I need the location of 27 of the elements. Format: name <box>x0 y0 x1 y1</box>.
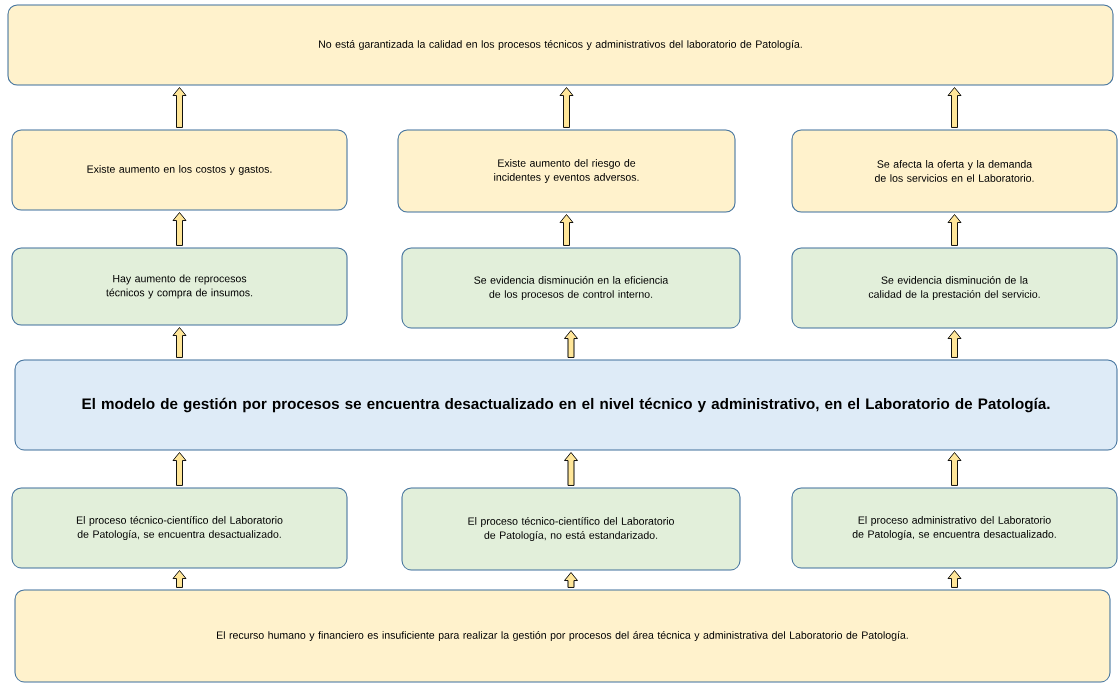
block-arrow <box>564 572 578 588</box>
block-arrow <box>564 452 578 486</box>
block-arrow <box>172 212 187 246</box>
effect-box: Existe aumento del riesgo de incidentes y eventos adversos. <box>397 129 736 213</box>
block-arrow <box>559 214 574 246</box>
cause-box: El proceso administrativo del Laboratorio de Patología, se encuentra desactualizado. <box>791 487 1118 569</box>
block-arrow <box>947 330 962 358</box>
problem-box: El modelo de gestión por procesos se encuentra desactualizado en el nivel técnico y administrativo, en el Laboratorio de Patología. <box>14 359 1118 451</box>
block-arrow <box>559 87 574 128</box>
cause-box: El recurso humano y financiero es insuficiente para realizar la gestión por procesos del área técnica y administrativa del Laboratorio de Patología. <box>14 589 1111 683</box>
block-arrow <box>172 87 187 128</box>
block-arrow <box>172 570 187 588</box>
effect-box: Se afecta la oferta y la demanda de los servicios en el Laboratorio. <box>791 129 1118 213</box>
block-arrow <box>947 214 962 246</box>
cause-box: El proceso técnico-científico del Laboratorio de Patología, no está estandarizado. <box>401 487 741 571</box>
effect-box: No está garantizada la calidad en los procesos técnicos y administrativos del laboratorio de Patología. <box>7 4 1114 86</box>
effect-box: Existe aumento en los costos y gastos. <box>11 129 348 211</box>
block-arrow <box>564 330 578 358</box>
block-arrow <box>947 87 962 128</box>
effect-box: Se evidencia disminución en la eficiencia de los procesos de control interno. <box>401 247 741 329</box>
cause-box: El proceso técnico-científico del Laboratorio de Patología, se encuentra desactualizado. <box>11 487 348 569</box>
block-arrow <box>947 452 962 486</box>
block-arrow <box>947 570 962 588</box>
block-arrow <box>172 452 187 486</box>
block-arrow <box>172 327 187 358</box>
effect-box: Hay aumento de reprocesos técnicos y compra de insumos. <box>11 247 348 326</box>
effect-box: Se evidencia disminución de la calidad de la prestación del servicio. <box>791 247 1118 329</box>
